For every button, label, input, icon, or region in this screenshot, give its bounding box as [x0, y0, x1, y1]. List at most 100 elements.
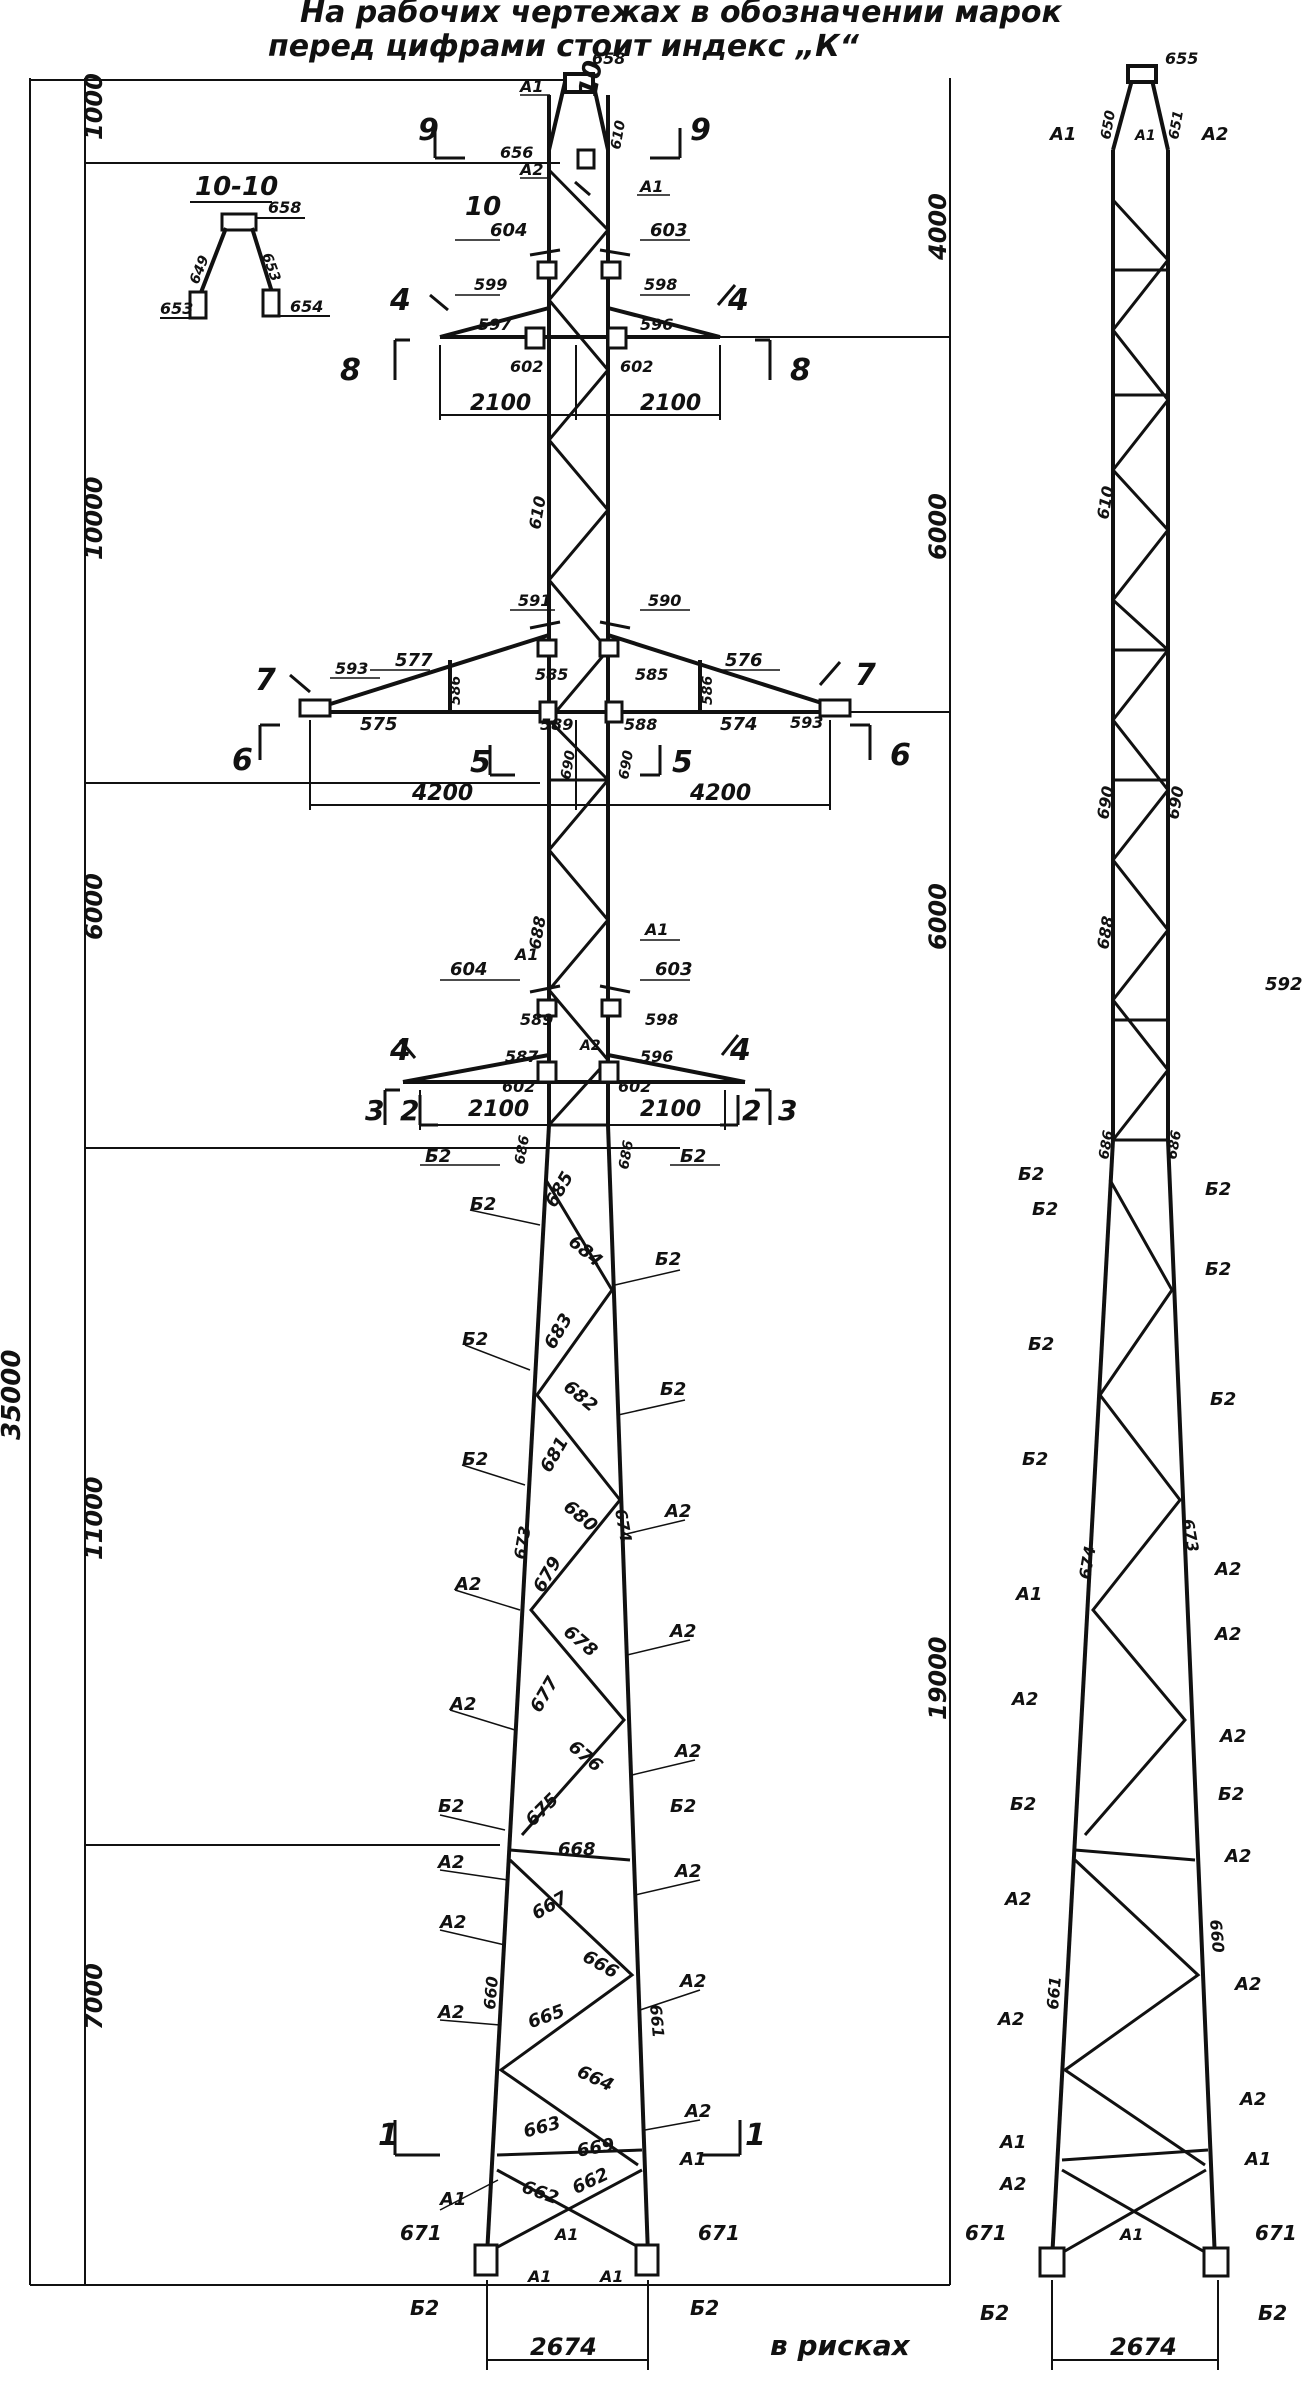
- dim-mid-right: 4200: [689, 781, 751, 806]
- dim-mid-left: 4200: [411, 781, 473, 806]
- dim-left-4: 11000: [80, 1477, 108, 1561]
- mark-a2-l4: А2: [438, 1912, 466, 1933]
- mark-666: 666: [579, 1946, 622, 1983]
- mark-589: 589: [540, 715, 573, 734]
- mark-596-upper: 596: [640, 315, 673, 334]
- mark-a2-r3: А2: [673, 1741, 701, 1762]
- mark-a2-r1: А2: [663, 1501, 691, 1522]
- detail-mark-653b: 653: [160, 299, 193, 318]
- mark-671-right: 671: [698, 2221, 740, 2245]
- side-mark-b2-base-left: Б2: [980, 2301, 1009, 2325]
- mark-598-upper: 598: [644, 275, 677, 294]
- mark-lower-a1-right: А1: [643, 920, 669, 939]
- mark-661: 661: [646, 2004, 668, 2039]
- mark-590: 590: [648, 591, 681, 610]
- section-4-upper-left: 4: [389, 283, 411, 318]
- section-4-upper-right: 4: [727, 283, 749, 318]
- mark-591: 591: [518, 591, 551, 610]
- detail-10-10: 10-10 658 649 653 653 654: [160, 172, 330, 320]
- mark-b2-l4: Б2: [438, 1796, 464, 1817]
- dim-low-left: 2100: [468, 1097, 529, 1122]
- side-mark-686-right: 686: [1164, 1129, 1185, 1161]
- mark-upper-a1-right: А1: [638, 177, 664, 196]
- mark-596-lower: 596: [640, 1047, 673, 1066]
- dim-left-5: 7000: [80, 1963, 108, 2030]
- mark-593-left: 593: [335, 659, 368, 678]
- mark-610-top: 610: [608, 119, 629, 151]
- mark-603-lower: 603: [655, 959, 693, 980]
- mark-669: 669: [575, 2134, 616, 2161]
- section-10-side: 10: [465, 192, 501, 222]
- side-mark-a2-l2: А2: [1003, 1889, 1031, 1910]
- side-mark-b2-r3: Б2: [1210, 1389, 1236, 1410]
- section-6-left: 6: [232, 743, 253, 778]
- side-mark-671-right: 671: [1255, 2221, 1297, 2245]
- mark-610-shaft: 610: [525, 494, 550, 530]
- mark-602-lower-right: 602: [618, 1077, 651, 1096]
- side-mark-a2-r3: А2: [1218, 1726, 1246, 1747]
- mark-b2-lower-left: Б2: [425, 1146, 451, 1167]
- front-view-tower: 2100 2100 4200 4200 2100 2100 2674 2674 …: [232, 49, 1219, 2370]
- side-mark-b2-l1: Б2: [1018, 1164, 1044, 1185]
- side-mark-655: 655: [1165, 49, 1198, 68]
- mark-b2-r3: Б2: [670, 1796, 696, 1817]
- base-note: в рисках: [770, 2329, 911, 2362]
- mark-682: 682: [559, 1376, 601, 1416]
- dim-right-2: 6000: [924, 493, 952, 560]
- mark-588: 588: [624, 715, 657, 734]
- mark-671-left: 671: [400, 2221, 442, 2245]
- section-7-right: 7: [855, 658, 876, 693]
- section-6-right: 6: [890, 738, 911, 773]
- section-1-left: 1: [378, 2118, 399, 2153]
- side-mark-a1-peak: А1: [1134, 128, 1156, 144]
- mark-a2-r4: А2: [673, 1861, 701, 1882]
- section-3-left: 3: [365, 1094, 384, 1127]
- section-4-lower-right: 4: [729, 1033, 751, 1068]
- section-9-left: 9: [418, 113, 439, 148]
- mark-665: 665: [525, 2001, 567, 2034]
- mark-b2-r1: Б2: [655, 1249, 681, 1270]
- side-mark-a1-r1: А1: [1243, 2149, 1271, 2170]
- mark-662-left: 662: [519, 2177, 561, 2210]
- dim-base-left: 2674: [530, 2333, 597, 2361]
- mark-658: 658: [592, 49, 625, 68]
- detail-mark-658: 658: [268, 198, 301, 217]
- mark-602-upper-right: 602: [620, 357, 653, 376]
- mark-664: 664: [574, 2061, 617, 2096]
- mark-a1-r1: А1: [678, 2149, 706, 2170]
- dim-top-left: 2100: [470, 391, 531, 416]
- section-1-right: 1: [745, 2118, 766, 2153]
- mark-668: 668: [558, 1839, 596, 1860]
- side-mark-673: 673: [1178, 1517, 1203, 1553]
- side-mark-b2-base-right: Б2: [1258, 2301, 1287, 2325]
- dim-base-right: 2674: [1110, 2333, 1177, 2361]
- side-mark-a2-r5: А2: [1233, 1974, 1261, 1995]
- side-mark-a2-r4: А2: [1223, 1846, 1251, 1867]
- mark-a1-l1: А1: [438, 2189, 466, 2210]
- mark-a2-r6: А2: [683, 2101, 711, 2122]
- mark-663: 663: [521, 2112, 563, 2142]
- mark-604-upper: 604: [490, 220, 528, 241]
- detail-title: 10-10: [195, 172, 278, 202]
- side-mark-b2-l4: Б2: [1022, 1449, 1048, 1470]
- dim-right-1: 4000: [924, 193, 952, 261]
- mark-678: 678: [559, 1621, 601, 1661]
- mark-b2-base-right: Б2: [690, 2296, 719, 2320]
- section-7-left: 7: [255, 663, 276, 698]
- side-mark-b2-l2: Б2: [1032, 1199, 1058, 1220]
- side-mark-660: 660: [1206, 1919, 1228, 1954]
- header-line-1: На рабочих чертежах в обозначении марок: [300, 0, 1063, 30]
- mark-585-right: 585: [635, 665, 668, 684]
- dim-top-right: 2100: [640, 391, 701, 416]
- mark-662-right: 662: [569, 2164, 612, 2199]
- mark-a2-l5: А2: [436, 2002, 464, 2023]
- side-mark-686-left: 686: [1096, 1129, 1117, 1161]
- side-mark-671-left: 671: [965, 2221, 1007, 2245]
- section-8-left: 8: [340, 353, 361, 388]
- mark-676: 676: [564, 1736, 606, 1776]
- side-mark-b2-r4: Б2: [1218, 1784, 1244, 1805]
- dim-left-3: 6000: [80, 873, 108, 940]
- side-mark-a2-top: А2: [1200, 124, 1228, 145]
- section-5-right: 5: [672, 745, 693, 780]
